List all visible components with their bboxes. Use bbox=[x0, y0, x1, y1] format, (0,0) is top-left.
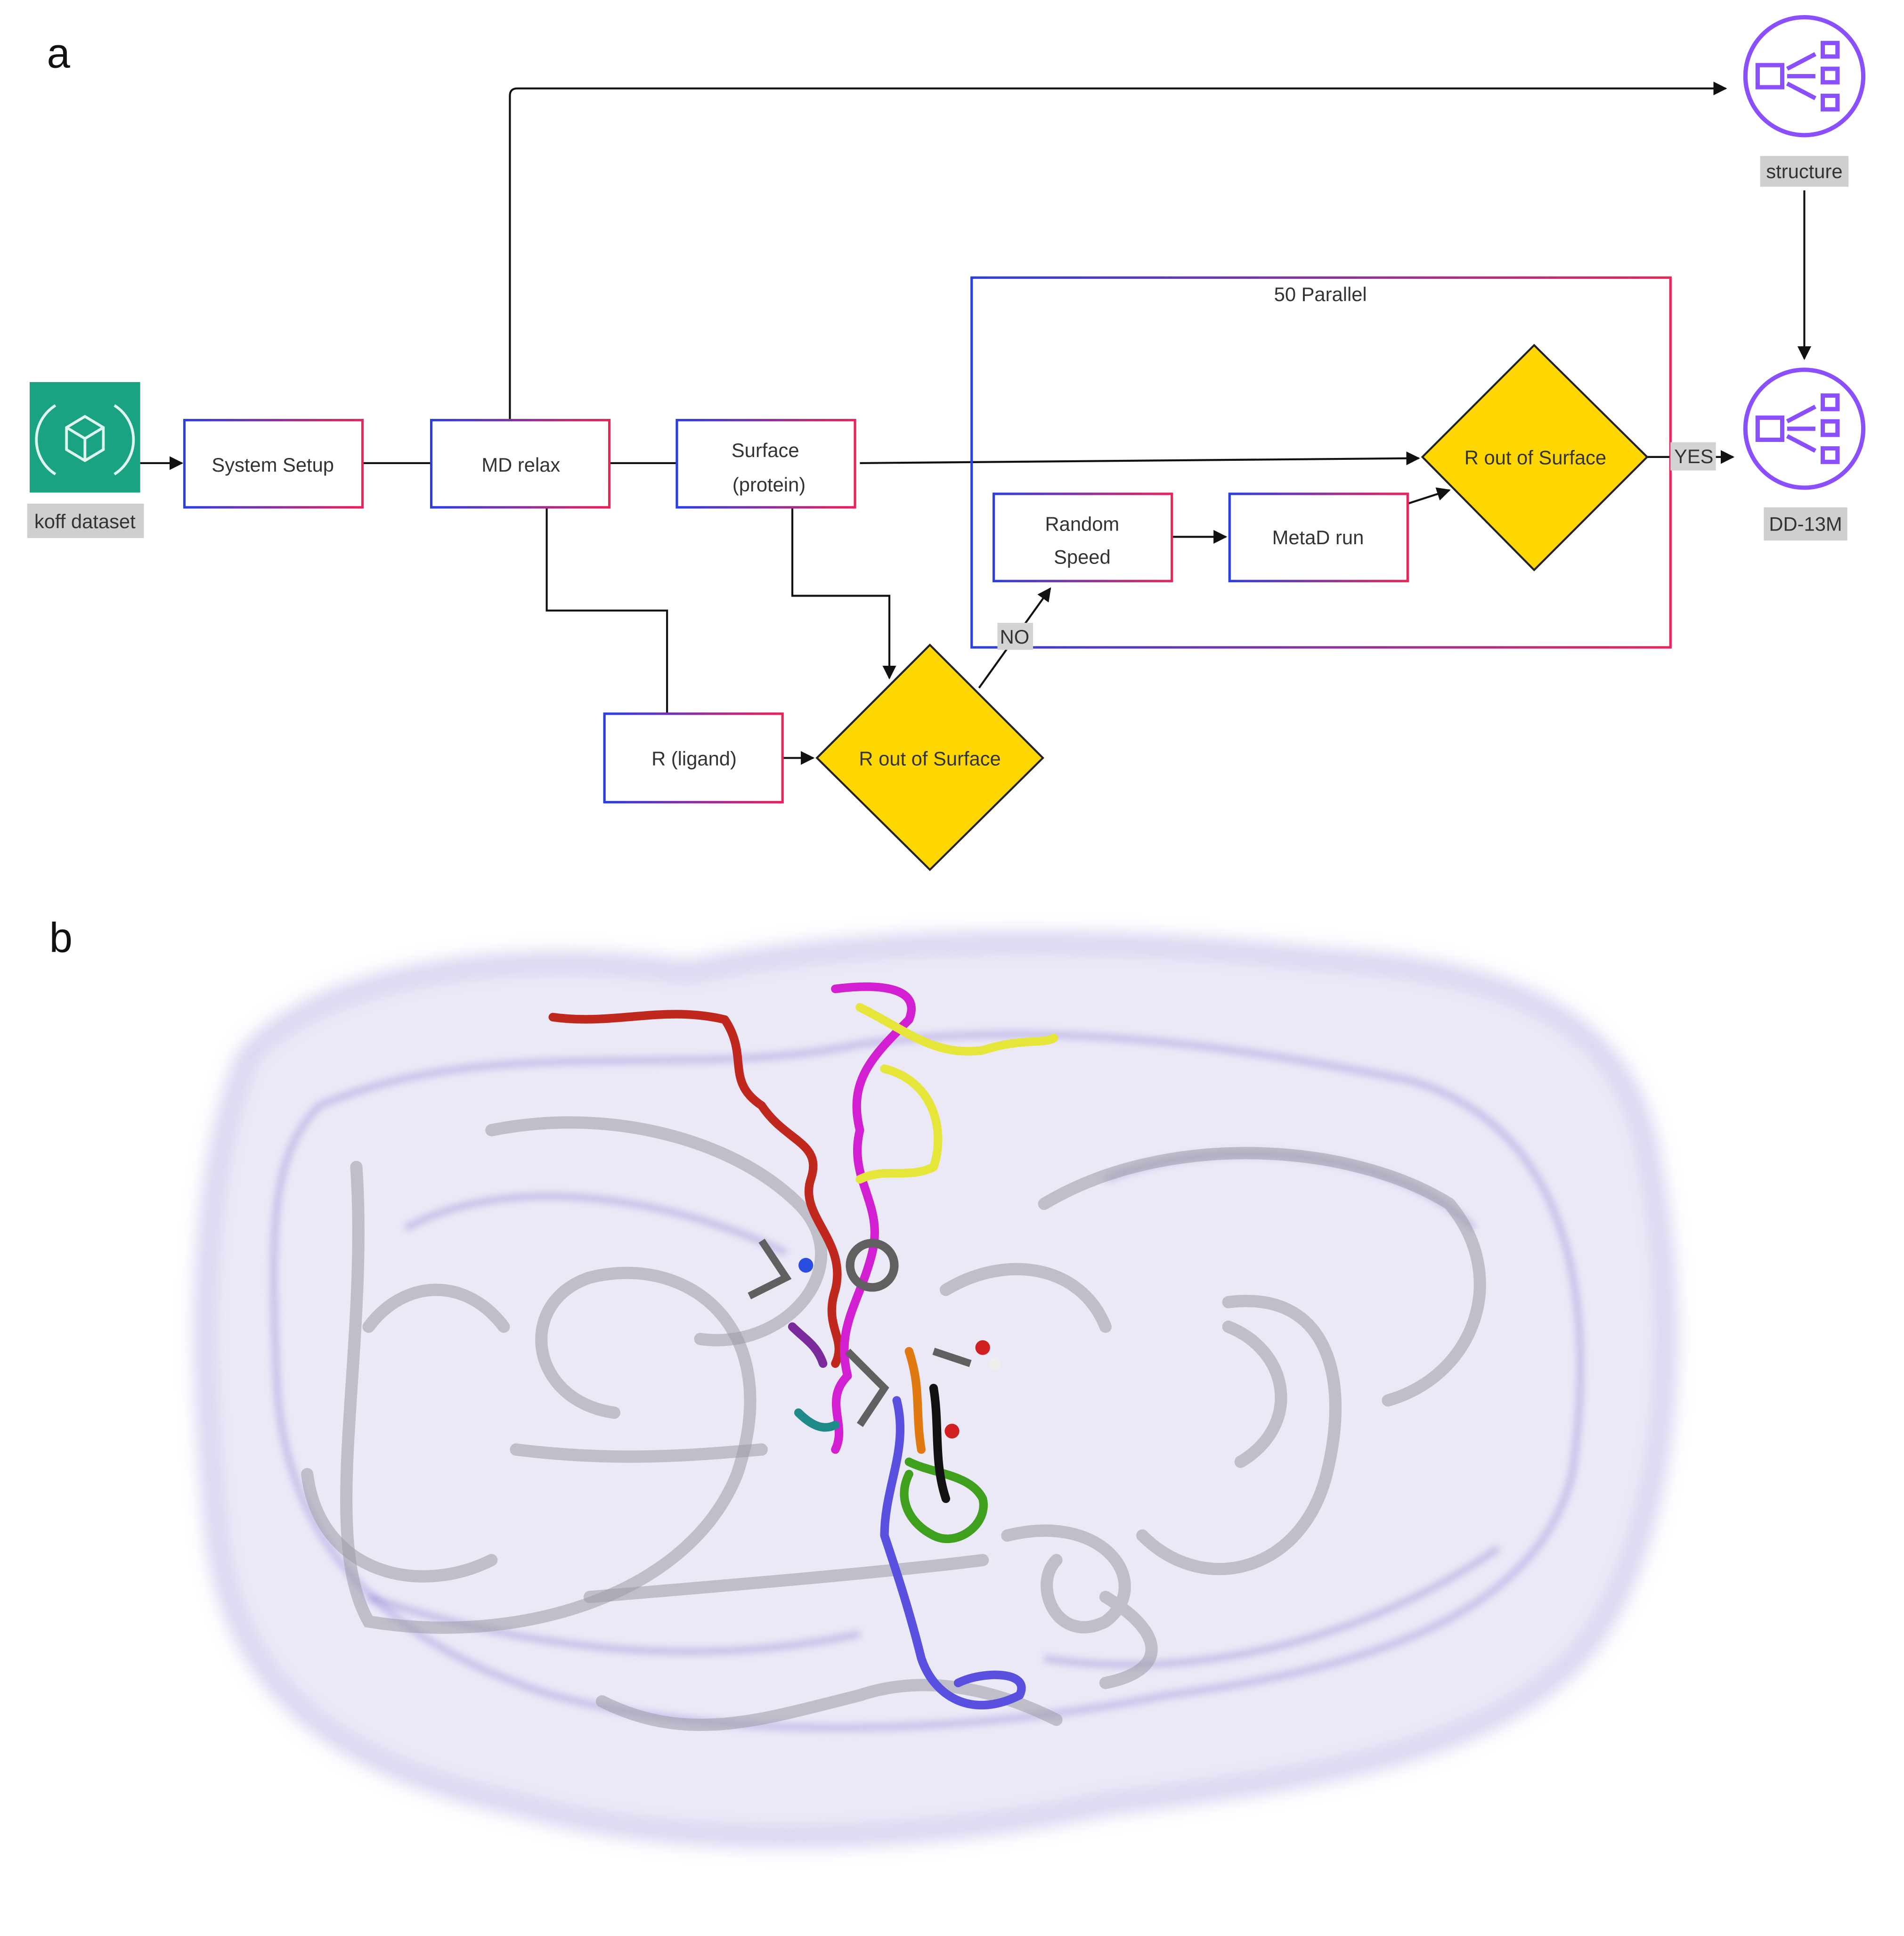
surface-protein-label-line2: (protein) bbox=[732, 474, 806, 496]
decision-upper: R out of Surface bbox=[1421, 343, 1649, 572]
decision-lower: R out of Surface bbox=[815, 643, 1044, 871]
trajectory-blue bbox=[880, 1396, 1026, 1710]
trajectory-black bbox=[929, 1384, 951, 1503]
trajectory-green bbox=[900, 1457, 988, 1543]
panel-label-a: a bbox=[47, 30, 70, 76]
metad-run-label: MetaD run bbox=[1272, 526, 1364, 548]
random-speed-node: Random Speed bbox=[993, 492, 1173, 582]
random-speed-label-line2: Speed bbox=[1054, 546, 1111, 568]
ligand-molecule bbox=[748, 1238, 1001, 1439]
no-label-text: NO bbox=[1000, 626, 1030, 648]
trajectory-orange bbox=[904, 1347, 926, 1454]
dd13m-label: DD-13M bbox=[1769, 513, 1842, 535]
koff-dataset-label: koff dataset bbox=[34, 510, 136, 532]
dataset-flow-icon bbox=[1743, 15, 1866, 138]
md-relax-label: MD relax bbox=[481, 454, 560, 476]
yes-label: YES bbox=[1670, 442, 1716, 471]
decision-lower-label: R out of Surface bbox=[859, 747, 1001, 769]
dataset-cube-icon bbox=[35, 404, 135, 475]
parallel-group-label: 50 Parallel bbox=[1274, 283, 1367, 305]
r-ligand-label: R (ligand) bbox=[651, 747, 737, 769]
no-label: NO bbox=[997, 622, 1033, 650]
surface-protein-label-line1: Surface bbox=[732, 439, 799, 461]
decision-upper-label: R out of Surface bbox=[1465, 447, 1606, 469]
protein-rendering bbox=[197, 935, 1674, 1845]
md-relax-node: MD relax bbox=[430, 419, 611, 509]
trajectory-red bbox=[548, 1010, 843, 1368]
structure-label: structure bbox=[1766, 160, 1842, 182]
trajectory-magenta bbox=[831, 982, 916, 1454]
yes-label-text: YES bbox=[1674, 445, 1713, 467]
random-speed-label-line1: Random bbox=[1045, 513, 1120, 535]
trajectory-yellow bbox=[855, 1003, 1058, 1184]
trajectory-purple bbox=[788, 1322, 828, 1368]
panel-label-b: b bbox=[49, 915, 73, 961]
metad-run-node: MetaD run bbox=[1228, 492, 1409, 582]
r-ligand-node: R (ligand) bbox=[603, 712, 784, 804]
system-setup-label: System Setup bbox=[212, 454, 334, 476]
dd13m-node: DD-13M bbox=[1743, 368, 1866, 541]
ligand-trajectories bbox=[548, 982, 1058, 1710]
dataset-flow-icon bbox=[1743, 368, 1866, 490]
structure-node: structure bbox=[1743, 15, 1866, 187]
system-setup-node: System Setup bbox=[183, 419, 364, 509]
trajectory-teal bbox=[794, 1408, 840, 1432]
protein-ribbons bbox=[301, 1116, 1486, 1731]
surface-protein-node: Surface (protein) bbox=[675, 419, 856, 509]
koff-dataset-node: koff dataset bbox=[27, 382, 144, 538]
